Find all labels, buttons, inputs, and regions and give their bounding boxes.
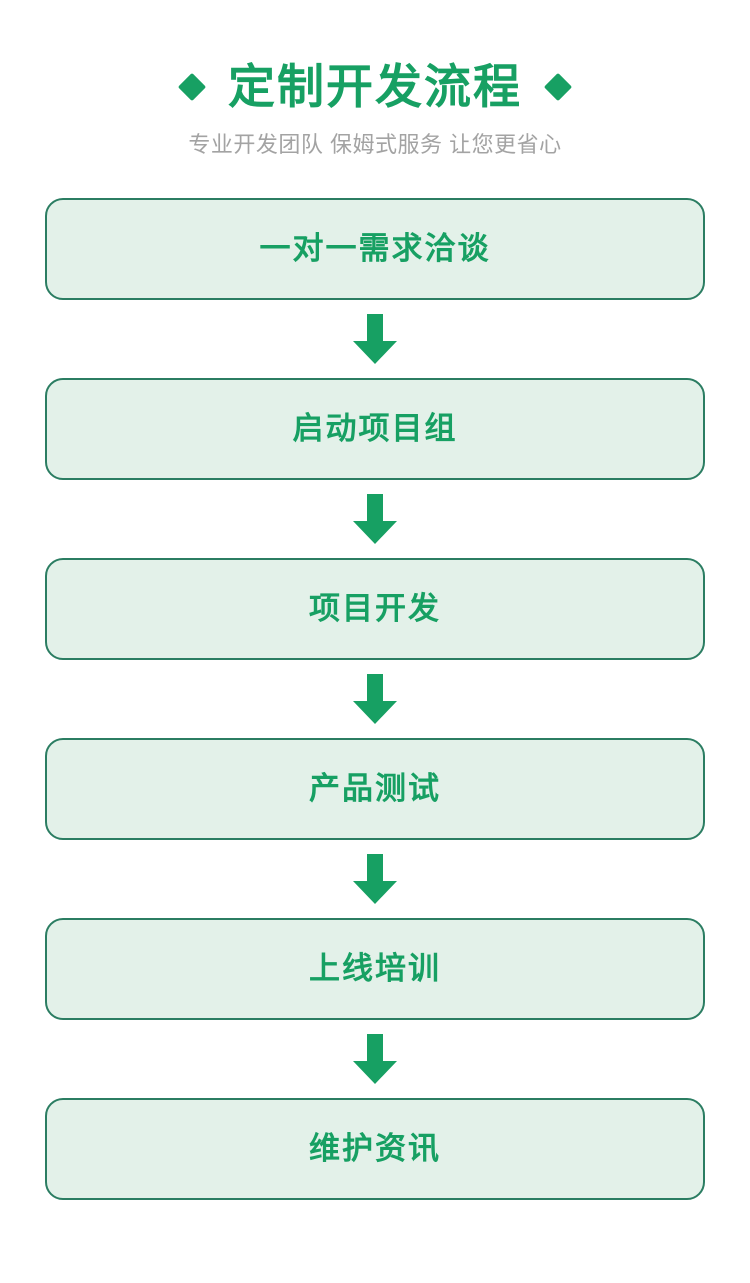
arrow-down-icon	[353, 1033, 397, 1084]
title-row: 定制开发流程	[0, 62, 750, 111]
connector-3	[45, 660, 705, 738]
diamond-icon-left	[177, 72, 207, 101]
flow-step-6: 维护资讯	[45, 1097, 705, 1200]
step-label: 启动项目组	[292, 411, 458, 447]
step-label: 一对一需求洽谈	[259, 231, 491, 267]
step-box-project-team-kickoff[interactable]: 启动项目组	[45, 377, 705, 480]
page-subtitle: 专业开发团队 保姆式服务 让您更省心	[188, 132, 562, 158]
arrow-down-icon	[353, 313, 397, 364]
arrow-down-icon	[353, 673, 397, 724]
flow-step-4: 产品测试	[45, 737, 705, 840]
step-label: 项目开发	[309, 591, 441, 627]
connector-4	[45, 840, 705, 918]
flow-step-5: 上线培训	[45, 917, 705, 1020]
connector-5	[45, 1020, 705, 1098]
diamond-icon-right	[543, 72, 573, 101]
step-label: 上线培训	[309, 951, 441, 987]
step-box-maintenance-information[interactable]: 维护资讯	[45, 1097, 705, 1200]
flow-step-3: 项目开发	[45, 557, 705, 660]
step-box-launch-training[interactable]: 上线培训	[45, 917, 705, 1020]
flow-step-2: 启动项目组	[45, 377, 705, 480]
step-label: 维护资讯	[309, 1131, 441, 1167]
step-box-project-development[interactable]: 项目开发	[45, 557, 705, 660]
page-header: 定制开发流程 专业开发团队 保姆式服务 让您更省心	[0, 0, 750, 159]
step-box-product-testing[interactable]: 产品测试	[45, 737, 705, 840]
page-title: 定制开发流程	[228, 60, 522, 113]
process-flow: 一对一需求洽谈 启动项目组 项目开发	[0, 197, 750, 1200]
connector-2	[45, 480, 705, 558]
arrow-down-icon	[353, 853, 397, 904]
connector-1	[45, 300, 705, 378]
step-label: 产品测试	[309, 771, 441, 807]
step-box-requirements-consultation[interactable]: 一对一需求洽谈	[45, 197, 705, 300]
flow-step-1: 一对一需求洽谈	[45, 197, 705, 300]
arrow-down-icon	[353, 493, 397, 544]
